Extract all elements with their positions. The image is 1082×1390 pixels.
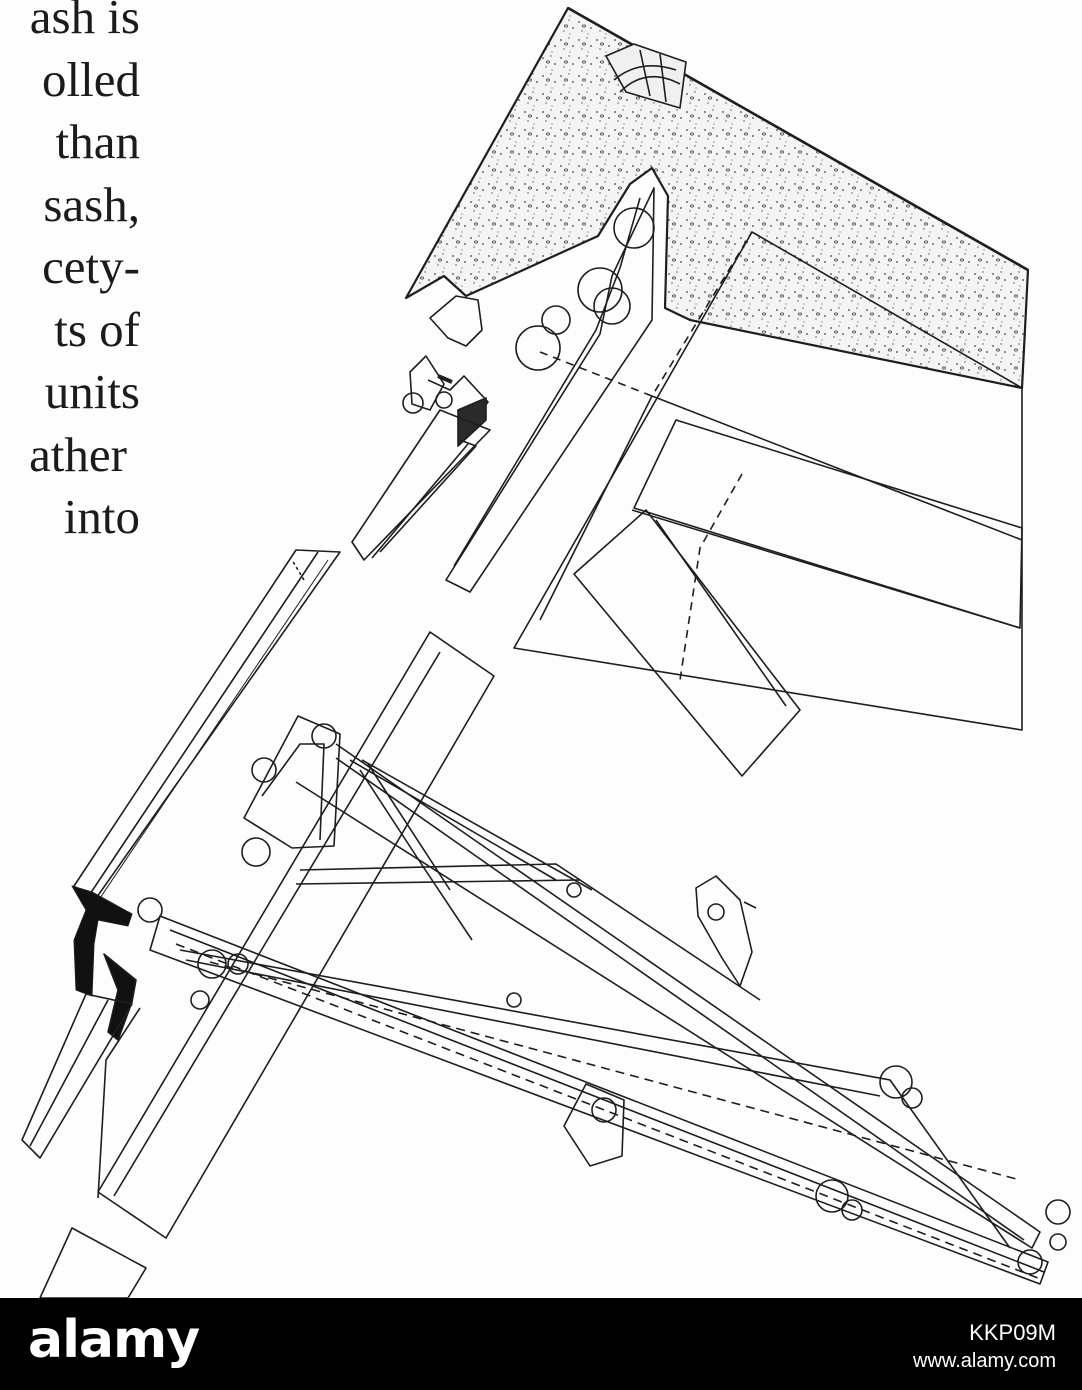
text-line-3: than	[55, 114, 140, 169]
technical-drawing	[21, 6, 1071, 1298]
text-line-6: ts of	[54, 301, 140, 357]
text-line-1: ash is	[29, 0, 140, 44]
bracket-top	[243, 715, 341, 849]
bracket-arm-upper	[295, 743, 1041, 1249]
text-line-7: units	[44, 364, 140, 419]
window-panel	[513, 231, 1023, 731]
upper-mullion	[445, 187, 655, 593]
scanned-page: ash is olled than sash, cety- ts of unit…	[0, 0, 1071, 1298]
site-url: www.alamy.com	[913, 1350, 1056, 1372]
text-line-9: into	[63, 489, 140, 544]
hopper-sash	[633, 419, 1023, 629]
text-line-4: sash,	[43, 176, 140, 232]
arm-clip	[695, 875, 753, 987]
watermark-logo: alamy	[28, 1310, 200, 1370]
glass-bar-lower	[21, 993, 133, 1159]
hopper-sash-lower	[573, 509, 801, 777]
concrete-slab	[404, 6, 1030, 390]
bracket-arm-main	[149, 915, 1049, 1285]
upper-frame-strip	[351, 409, 491, 561]
bracket-arm-brace	[349, 759, 593, 891]
sash-clip	[429, 295, 483, 347]
mullion-stub	[39, 1227, 147, 1298]
watermark-bar: alamy KKP09M www.alamy.com	[0, 1298, 1082, 1390]
text-line-2: olled	[42, 51, 140, 107]
body-text-fragment: ash is olled than sash, cety- ts of unit…	[0, 0, 140, 549]
text-line-5: cety-	[42, 239, 140, 294]
text-line-8: ather	[29, 426, 127, 482]
lower-mullion	[97, 631, 495, 1239]
lower-glazing-clip	[71, 885, 133, 997]
image-id: KKP09M	[969, 1320, 1056, 1345]
bottom-bracket	[563, 1083, 625, 1167]
bracket-arm-lower	[179, 949, 1011, 1249]
